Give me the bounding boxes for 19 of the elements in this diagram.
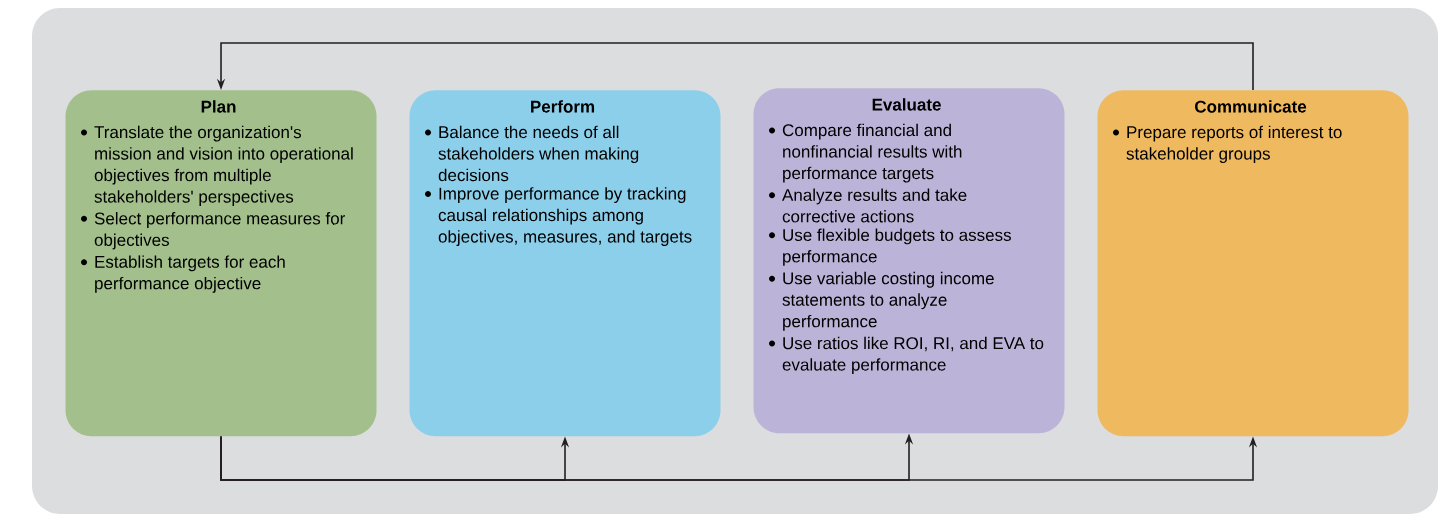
process-box — [1097, 90, 1409, 437]
bullet-item: Use flexible budgets to assess performance — [769, 228, 1011, 266]
bullet-item: Use variable costing income statements to analyze performance — [769, 271, 994, 331]
bullet-item: Prepare reports of interest to stakeholder groups — [1113, 125, 1342, 164]
bullet-item: Use ratios like ROI, RI, and EVA to evaluate performance — [769, 336, 1044, 375]
process-box — [753, 88, 1065, 434]
box-heading: Perform — [531, 100, 595, 113]
box-heading: Communicate — [1195, 100, 1307, 113]
process-box — [65, 90, 377, 437]
bullet-item: Compare financial and nonfinancial results with performance targets — [769, 123, 962, 183]
box-heading: Plan — [201, 100, 236, 113]
bullet-item: Translate the organization's mission and vision into operational objectives from multiple stakeholders' perspectives — [81, 125, 353, 207]
bullet-item: Improve performance by tracking causal relationships among objectives, measures, and targets — [425, 187, 692, 246]
bullet-item: Establish targets for each performance objective — [81, 255, 285, 293]
bullet-item: Select performance measures for objectives — [81, 212, 345, 250]
bullet-item: Analyze results and take corrective actions — [769, 188, 967, 223]
process-box — [409, 90, 721, 437]
box-heading: Evaluate — [872, 98, 941, 111]
bullet-item: Balance the needs of all stakeholders when making decisions — [425, 125, 639, 182]
